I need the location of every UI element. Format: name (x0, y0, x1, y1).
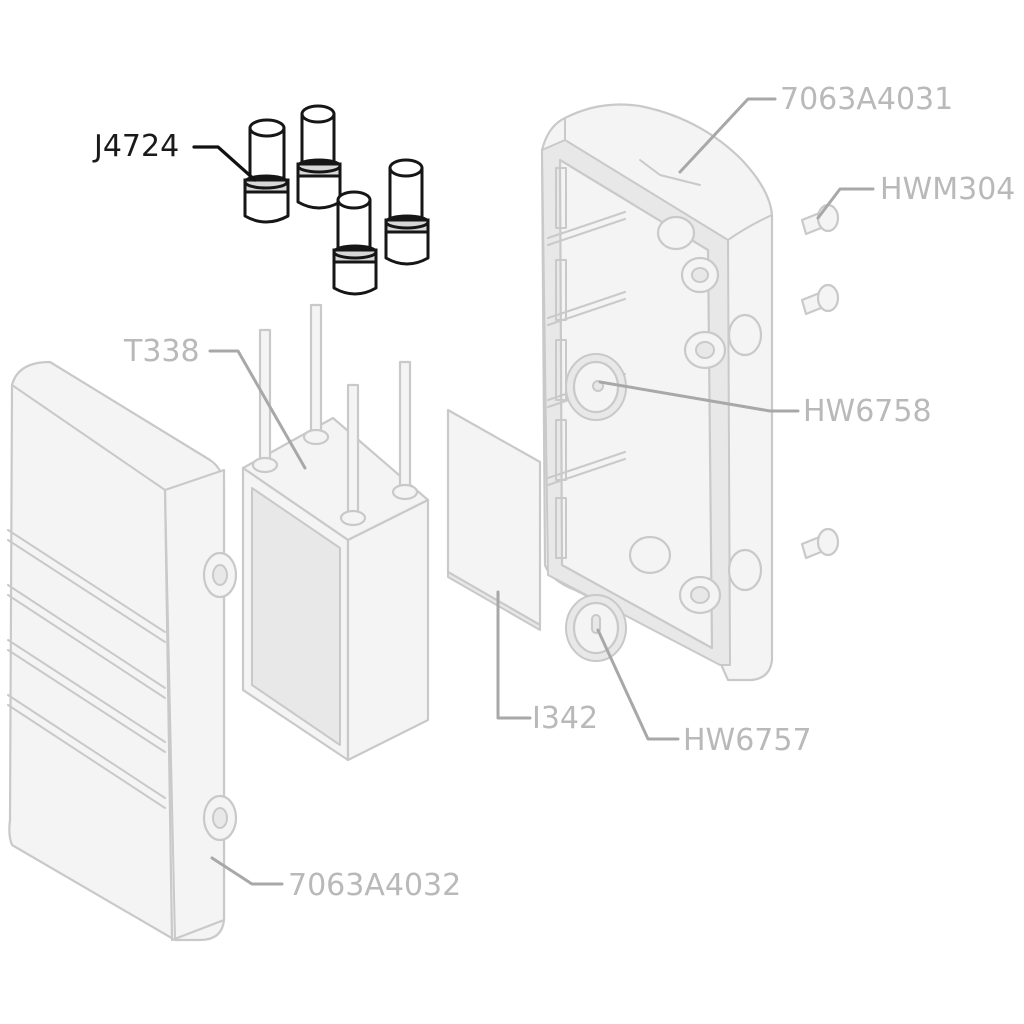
battery-block (241, 303, 430, 762)
leader-7063a4031 (678, 97, 777, 174)
label-i342[interactable]: I342 (532, 701, 598, 736)
housing-front (7, 360, 238, 942)
leader-7063a4032 (210, 856, 284, 886)
connector-3[interactable] (384, 158, 430, 266)
leader-hw6758 (598, 380, 800, 413)
label-j4724[interactable]: J4724 (92, 129, 179, 164)
housing-back (540, 103, 774, 682)
leader-hwm304 (816, 187, 875, 220)
screw-2 (800, 283, 840, 316)
label-hwm304[interactable]: HWM304 (880, 172, 1015, 207)
connector-1[interactable] (243, 118, 290, 224)
label-7063a4032[interactable]: 7063A4032 (288, 868, 461, 903)
connector-4[interactable] (332, 190, 378, 296)
label-hw6757[interactable]: HW6757 (683, 723, 812, 758)
pad (446, 408, 542, 631)
label-hw6758[interactable]: HW6758 (803, 394, 932, 429)
leader-j4724 (192, 145, 257, 182)
leader-i342 (496, 590, 532, 720)
label-7063a4031[interactable]: 7063A4031 (780, 82, 953, 117)
leader-hw6757 (596, 628, 680, 741)
label-t338[interactable]: T338 (123, 334, 200, 369)
screw-3 (800, 527, 840, 560)
connector-2[interactable] (296, 104, 342, 210)
screw-1 (800, 203, 840, 236)
leader-t338 (208, 349, 307, 470)
magnet-loose (565, 594, 627, 662)
